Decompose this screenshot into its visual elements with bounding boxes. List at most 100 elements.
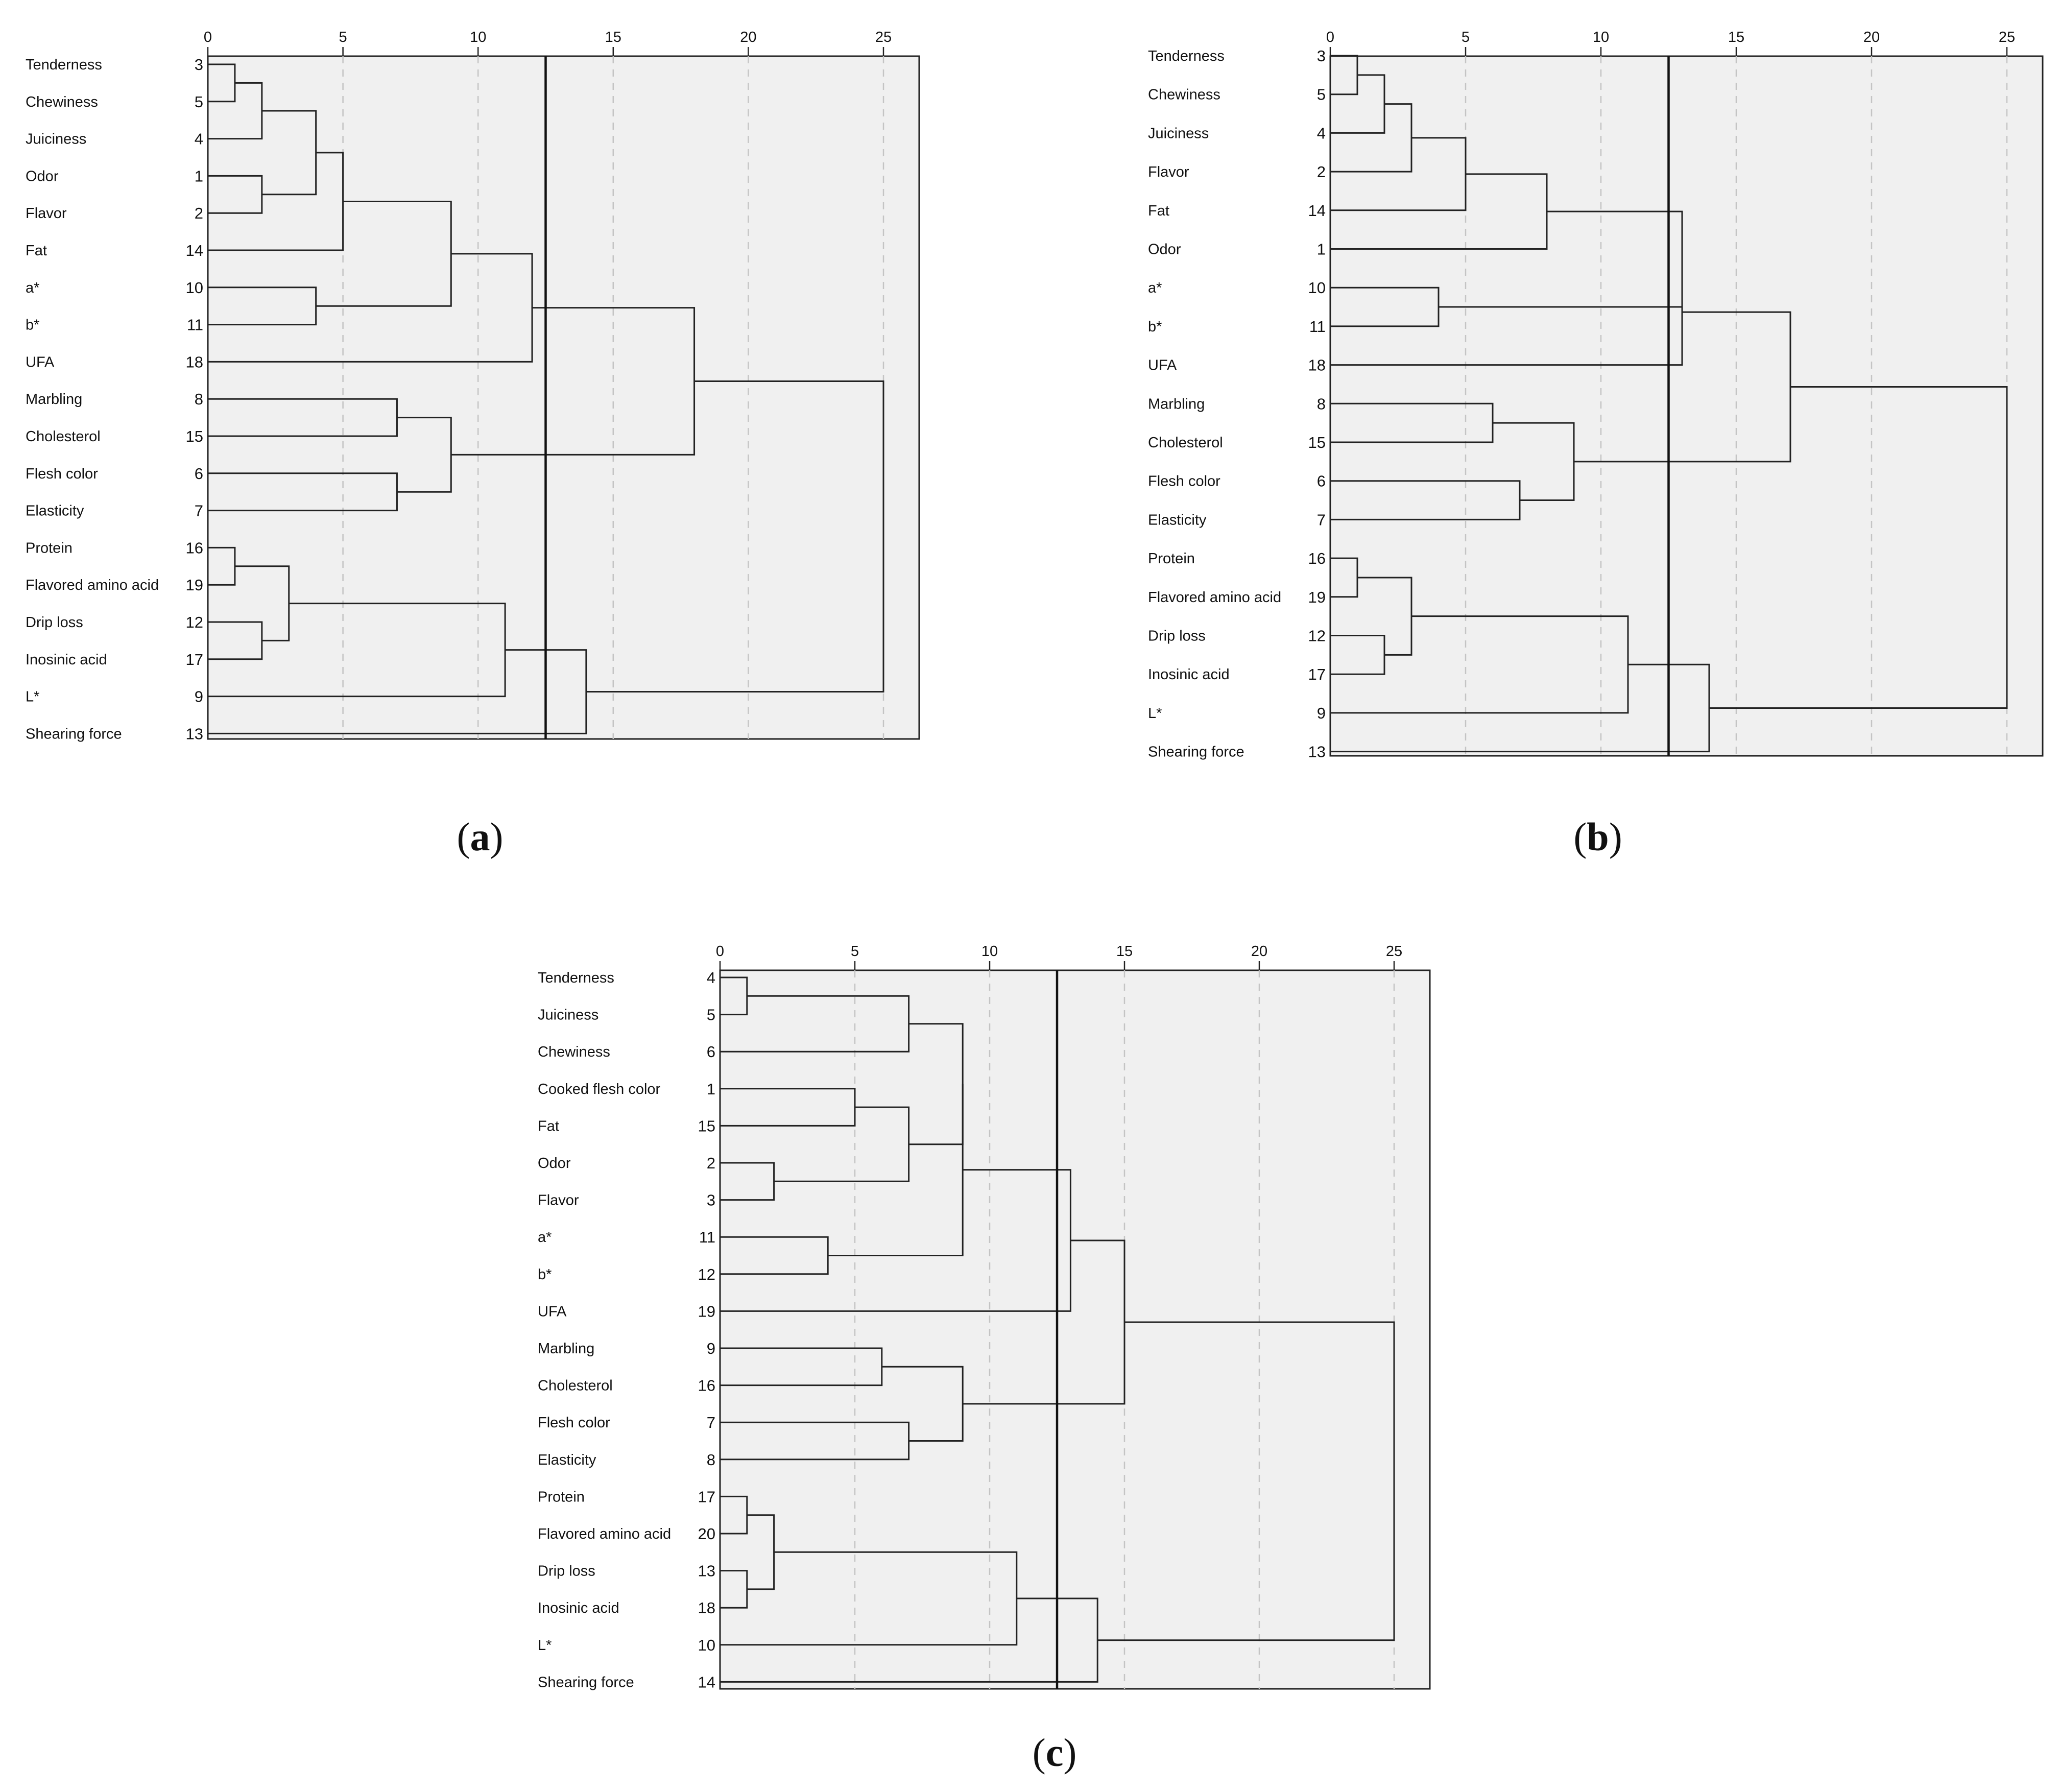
leaf-number: 19 (698, 1302, 715, 1320)
x-tick-label: 20 (1863, 29, 1880, 45)
leaf-number: 1 (195, 167, 203, 185)
leaf-label: Juiciness (538, 1007, 598, 1023)
leaf-number: 12 (698, 1265, 715, 1283)
leaf-number: 5 (1317, 86, 1326, 104)
x-tick-label: 10 (981, 943, 998, 960)
leaf-label: Flavored amino acid (538, 1526, 671, 1542)
x-tick-label: 0 (1326, 29, 1334, 45)
leaf-number: 10 (1308, 279, 1326, 297)
x-tick-label: 15 (1728, 29, 1744, 45)
leaf-number: 18 (186, 353, 203, 371)
leaf-number: 15 (698, 1117, 715, 1135)
leaf-number: 4 (195, 130, 203, 148)
leaf-label: UFA (1148, 357, 1177, 374)
leaf-number: 16 (1308, 549, 1326, 567)
leaf-number: 12 (1308, 627, 1326, 645)
leaf-label: Drip loss (26, 614, 83, 631)
panel-caption-letter: c (1046, 1730, 1064, 1775)
leaf-label: Cholesterol (26, 428, 101, 445)
leaf-number: 13 (186, 725, 203, 743)
leaf-number: 9 (1317, 704, 1326, 722)
x-tick-label: 5 (339, 29, 347, 45)
leaf-number: 6 (707, 1043, 715, 1061)
x-tick-label: 5 (1462, 29, 1470, 45)
leaf-number: 10 (698, 1636, 715, 1654)
panel-caption: (b) (1573, 815, 1622, 859)
leaf-number: 19 (186, 576, 203, 594)
leaf-label: Fat (538, 1118, 559, 1134)
leaf-label: Shearing force (1148, 744, 1244, 760)
leaf-number: 14 (698, 1673, 715, 1691)
leaf-label: Shearing force (26, 726, 122, 742)
leaf-number: 11 (1309, 318, 1326, 336)
leaf-label: Flavor (1148, 164, 1189, 180)
leaf-label: a* (26, 280, 39, 296)
leaf-label: Odor (26, 168, 59, 184)
leaf-label: L* (26, 689, 39, 705)
leaf-label: Elasticity (538, 1452, 596, 1468)
leaf-label: Inosinic acid (1148, 666, 1230, 683)
leaf-number: 15 (1308, 434, 1326, 451)
leaf-label: Marbling (1148, 396, 1205, 412)
leaf-number: 3 (707, 1191, 715, 1209)
leaf-number: 5 (707, 1006, 715, 1024)
leaf-number: 2 (195, 204, 203, 222)
leaf-label: Chewiness (538, 1044, 610, 1060)
leaf-label: Protein (1148, 551, 1195, 567)
leaf-label: a* (1148, 280, 1162, 296)
leaf-label: Fat (26, 243, 47, 259)
leaf-label: Juiciness (26, 131, 86, 148)
leaf-label: UFA (538, 1303, 567, 1320)
leaf-label: Protein (538, 1489, 585, 1505)
x-tick-label: 15 (605, 29, 621, 45)
leaf-number: 18 (698, 1599, 715, 1617)
leaf-label: Flavor (26, 205, 67, 222)
leaf-label: Elasticity (1148, 512, 1207, 528)
panel-caption-letter: a (470, 815, 490, 859)
leaf-label: Flavored amino acid (1148, 589, 1281, 606)
leaf-number: 8 (707, 1451, 715, 1469)
plot-area (1329, 55, 2044, 757)
leaf-number: 17 (186, 651, 203, 668)
leaf-label: Chewiness (1148, 87, 1220, 103)
panel-caption-letter: b (1587, 815, 1609, 859)
leaf-label: Drip loss (1148, 628, 1206, 644)
leaf-number: 7 (1317, 511, 1326, 529)
leaf-number: 13 (698, 1562, 715, 1580)
x-tick-label: 0 (716, 943, 724, 960)
dendrogram-link (586, 380, 884, 692)
leaf-number: 1 (1317, 241, 1326, 258)
leaf-label: Marbling (538, 1341, 594, 1357)
leaf-label: Juiciness (1148, 125, 1209, 141)
leaf-number: 3 (1317, 47, 1326, 65)
leaf-label: Inosinic acid (26, 652, 107, 668)
leaf-label: Inosinic acid (538, 1600, 619, 1616)
leaf-label: Flesh color (1148, 473, 1220, 490)
x-tick-label: 20 (740, 29, 756, 45)
leaf-number: 8 (1317, 395, 1326, 413)
plot-area (207, 55, 920, 740)
leaf-label: L* (538, 1637, 552, 1654)
panel-caption: (c) (1033, 1730, 1077, 1775)
leaf-number: 17 (698, 1488, 715, 1506)
leaf-number: 11 (699, 1228, 715, 1246)
leaf-number: 6 (195, 465, 203, 483)
panel-caption: (a) (457, 815, 504, 859)
leaf-number: 2 (707, 1154, 715, 1172)
leaf-number: 11 (187, 316, 203, 334)
leaf-label: b* (1148, 319, 1162, 335)
leaf-number: 7 (195, 502, 203, 520)
leaf-label: Shearing force (538, 1674, 634, 1690)
leaf-number: 3 (195, 56, 203, 74)
leaf-number: 10 (186, 279, 203, 297)
leaf-label: Tenderness (1148, 48, 1225, 64)
leaf-number: 7 (707, 1414, 715, 1431)
leaf-label: b* (538, 1267, 552, 1283)
leaf-number: 2 (1317, 163, 1326, 181)
leaf-number: 4 (1317, 124, 1326, 142)
x-tick-label: 25 (875, 29, 892, 45)
leaf-label: Cholesterol (538, 1378, 613, 1394)
